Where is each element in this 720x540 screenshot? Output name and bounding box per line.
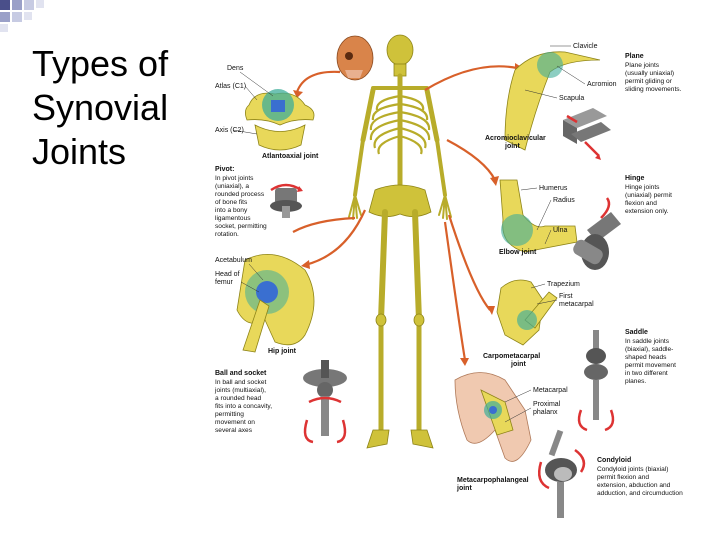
label-femur: femur [215, 279, 234, 286]
title-line-1: Types of [32, 42, 202, 86]
desc-pivot-line: (uniaxial), a [215, 183, 249, 190]
desc-pivot-line: rounded process [215, 191, 265, 198]
pivot-model-icon [270, 185, 303, 218]
desc-plane-line: permit gliding or [625, 78, 673, 85]
skull-closeup [337, 36, 373, 80]
label-axis: Axis (C2) [215, 127, 244, 134]
desc-pivot-line: ligamentous [215, 215, 251, 222]
slide-title: Types of Synovial Joints [32, 42, 202, 174]
label-atlas: Atlas (C1) [215, 83, 246, 90]
label-clavicle: Clavicle [573, 43, 598, 50]
label-scapula: Scapula [559, 95, 584, 102]
desc-hinge-line: flexion and [625, 200, 657, 207]
label-head-of: Head of [215, 271, 240, 278]
desc-pivot-line: In pivot joints [215, 175, 254, 182]
skeleton-figure [349, 35, 451, 448]
desc-saddle-line: shaped heads [625, 354, 667, 361]
desc-condyloid-line: adduction, and circumduction [597, 490, 683, 497]
desc-ball-socket-line: fits into a concavity, [215, 403, 272, 410]
caption-elbow-joint: Elbow joint [499, 249, 537, 256]
desc-pivot-line: into a bony [215, 207, 248, 214]
desc-hinge-line: Hinge joints [625, 184, 660, 191]
desc-plane-line: sliding movements. [625, 86, 682, 93]
desc-saddle-line: (biaxial), saddle- [625, 346, 673, 353]
desc-saddle-line: planes. [625, 378, 646, 385]
heading-pivot: Pivot: [215, 166, 234, 173]
label-metacarpal: metacarpal [559, 301, 594, 308]
condyloid-model-icon [539, 430, 584, 518]
caption-metacarpophalangeal-1: Metacarpophalangeal [457, 477, 529, 484]
desc-ball-socket-line: several axes [215, 427, 253, 434]
caption-acromioclavicular-2: joint [504, 143, 520, 150]
label-radius: Radius [553, 197, 575, 204]
plane-joint-panel: Clavicle Acromion Scapula Acromioclavicu… [485, 43, 682, 160]
desc-saddle-line: permit movement [625, 362, 676, 369]
label-phalanx: phalanx [533, 409, 558, 416]
condyloid-joint-panel: Metacarpal Proximal phalanx Metacarpopha… [455, 373, 683, 519]
label-humerus: Humerus [539, 185, 568, 192]
caption-carpometacarpal-1: Carpometacarpal [483, 353, 540, 360]
desc-hinge-line: extension only. [625, 208, 669, 215]
caption-metacarpophalangeal-2: joint [456, 485, 472, 492]
desc-condyloid-line: Condyloid joints (biaxial) [597, 466, 668, 473]
synovial-joints-diagram: Dens Atlas (C1) Axis (C2) Atlantoaxial j… [205, 30, 695, 530]
heading-ball-socket: Ball and socket [215, 370, 267, 377]
saddle-model-icon [579, 330, 613, 430]
desc-ball-socket-line: In ball and socket [215, 379, 266, 386]
label-trapezium: Trapezium [547, 281, 580, 288]
label-metacarpal-condyloid: Metacarpal [533, 387, 568, 394]
desc-pivot-line: of bone fits [215, 199, 248, 206]
desc-plane-line: (usually uniaxial) [625, 70, 674, 77]
heading-condyloid: Condyloid [597, 457, 631, 464]
desc-pivot-line: rotation. [215, 231, 239, 238]
heading-saddle: Saddle [625, 329, 648, 336]
desc-saddle-line: In saddle joints [625, 338, 670, 345]
label-acetabulum: Acetabulum [215, 257, 252, 264]
heading-plane: Plane [625, 53, 644, 60]
ball-socket-model-icon [303, 360, 347, 442]
desc-ball-socket-line: permitting [215, 411, 244, 418]
desc-condyloid-line: extension, abduction and [597, 482, 671, 489]
desc-plane-line: Plane joints [625, 62, 660, 69]
label-ulna: Ulna [553, 227, 568, 234]
title-line-2: Synovial [32, 86, 202, 130]
ball-socket-joint-panel: Acetabulum Head of femur Hip joint Ball … [214, 254, 347, 442]
desc-hinge-line: (uniaxial) permit [625, 192, 672, 199]
hinge-joint-panel: Humerus Radius Ulna Elbow joint Hinge Hi… [499, 175, 672, 270]
label-acromion: Acromion [587, 81, 617, 88]
pivot-joint-panel: Dens Atlas (C1) Axis (C2) Atlantoaxial j… [215, 65, 319, 238]
title-line-3: Joints [32, 130, 202, 174]
heading-hinge: Hinge [625, 175, 645, 182]
caption-acromioclavicular-1: Acromioclavicular [485, 135, 546, 142]
desc-pivot-line: socket, permitting [215, 223, 267, 230]
plane-model-icon [563, 108, 611, 160]
caption-carpometacarpal-2: joint [510, 361, 526, 368]
desc-ball-socket-line: a rounded head [215, 395, 262, 402]
label-dens: Dens [227, 65, 244, 72]
desc-condyloid-line: permit flexion and [597, 474, 649, 481]
desc-saddle-line: in two different [625, 370, 668, 377]
label-proximal: Proximal [533, 401, 561, 408]
caption-atlantoaxial: Atlantoaxial joint [262, 153, 319, 160]
label-first: First [559, 293, 573, 300]
caption-hip-joint: Hip joint [268, 348, 297, 355]
hinge-model-icon [571, 198, 621, 270]
desc-ball-socket-line: movement on [215, 419, 255, 426]
corner-decoration [0, 0, 60, 40]
desc-ball-socket-line: joints (multiaxial), [214, 387, 266, 394]
